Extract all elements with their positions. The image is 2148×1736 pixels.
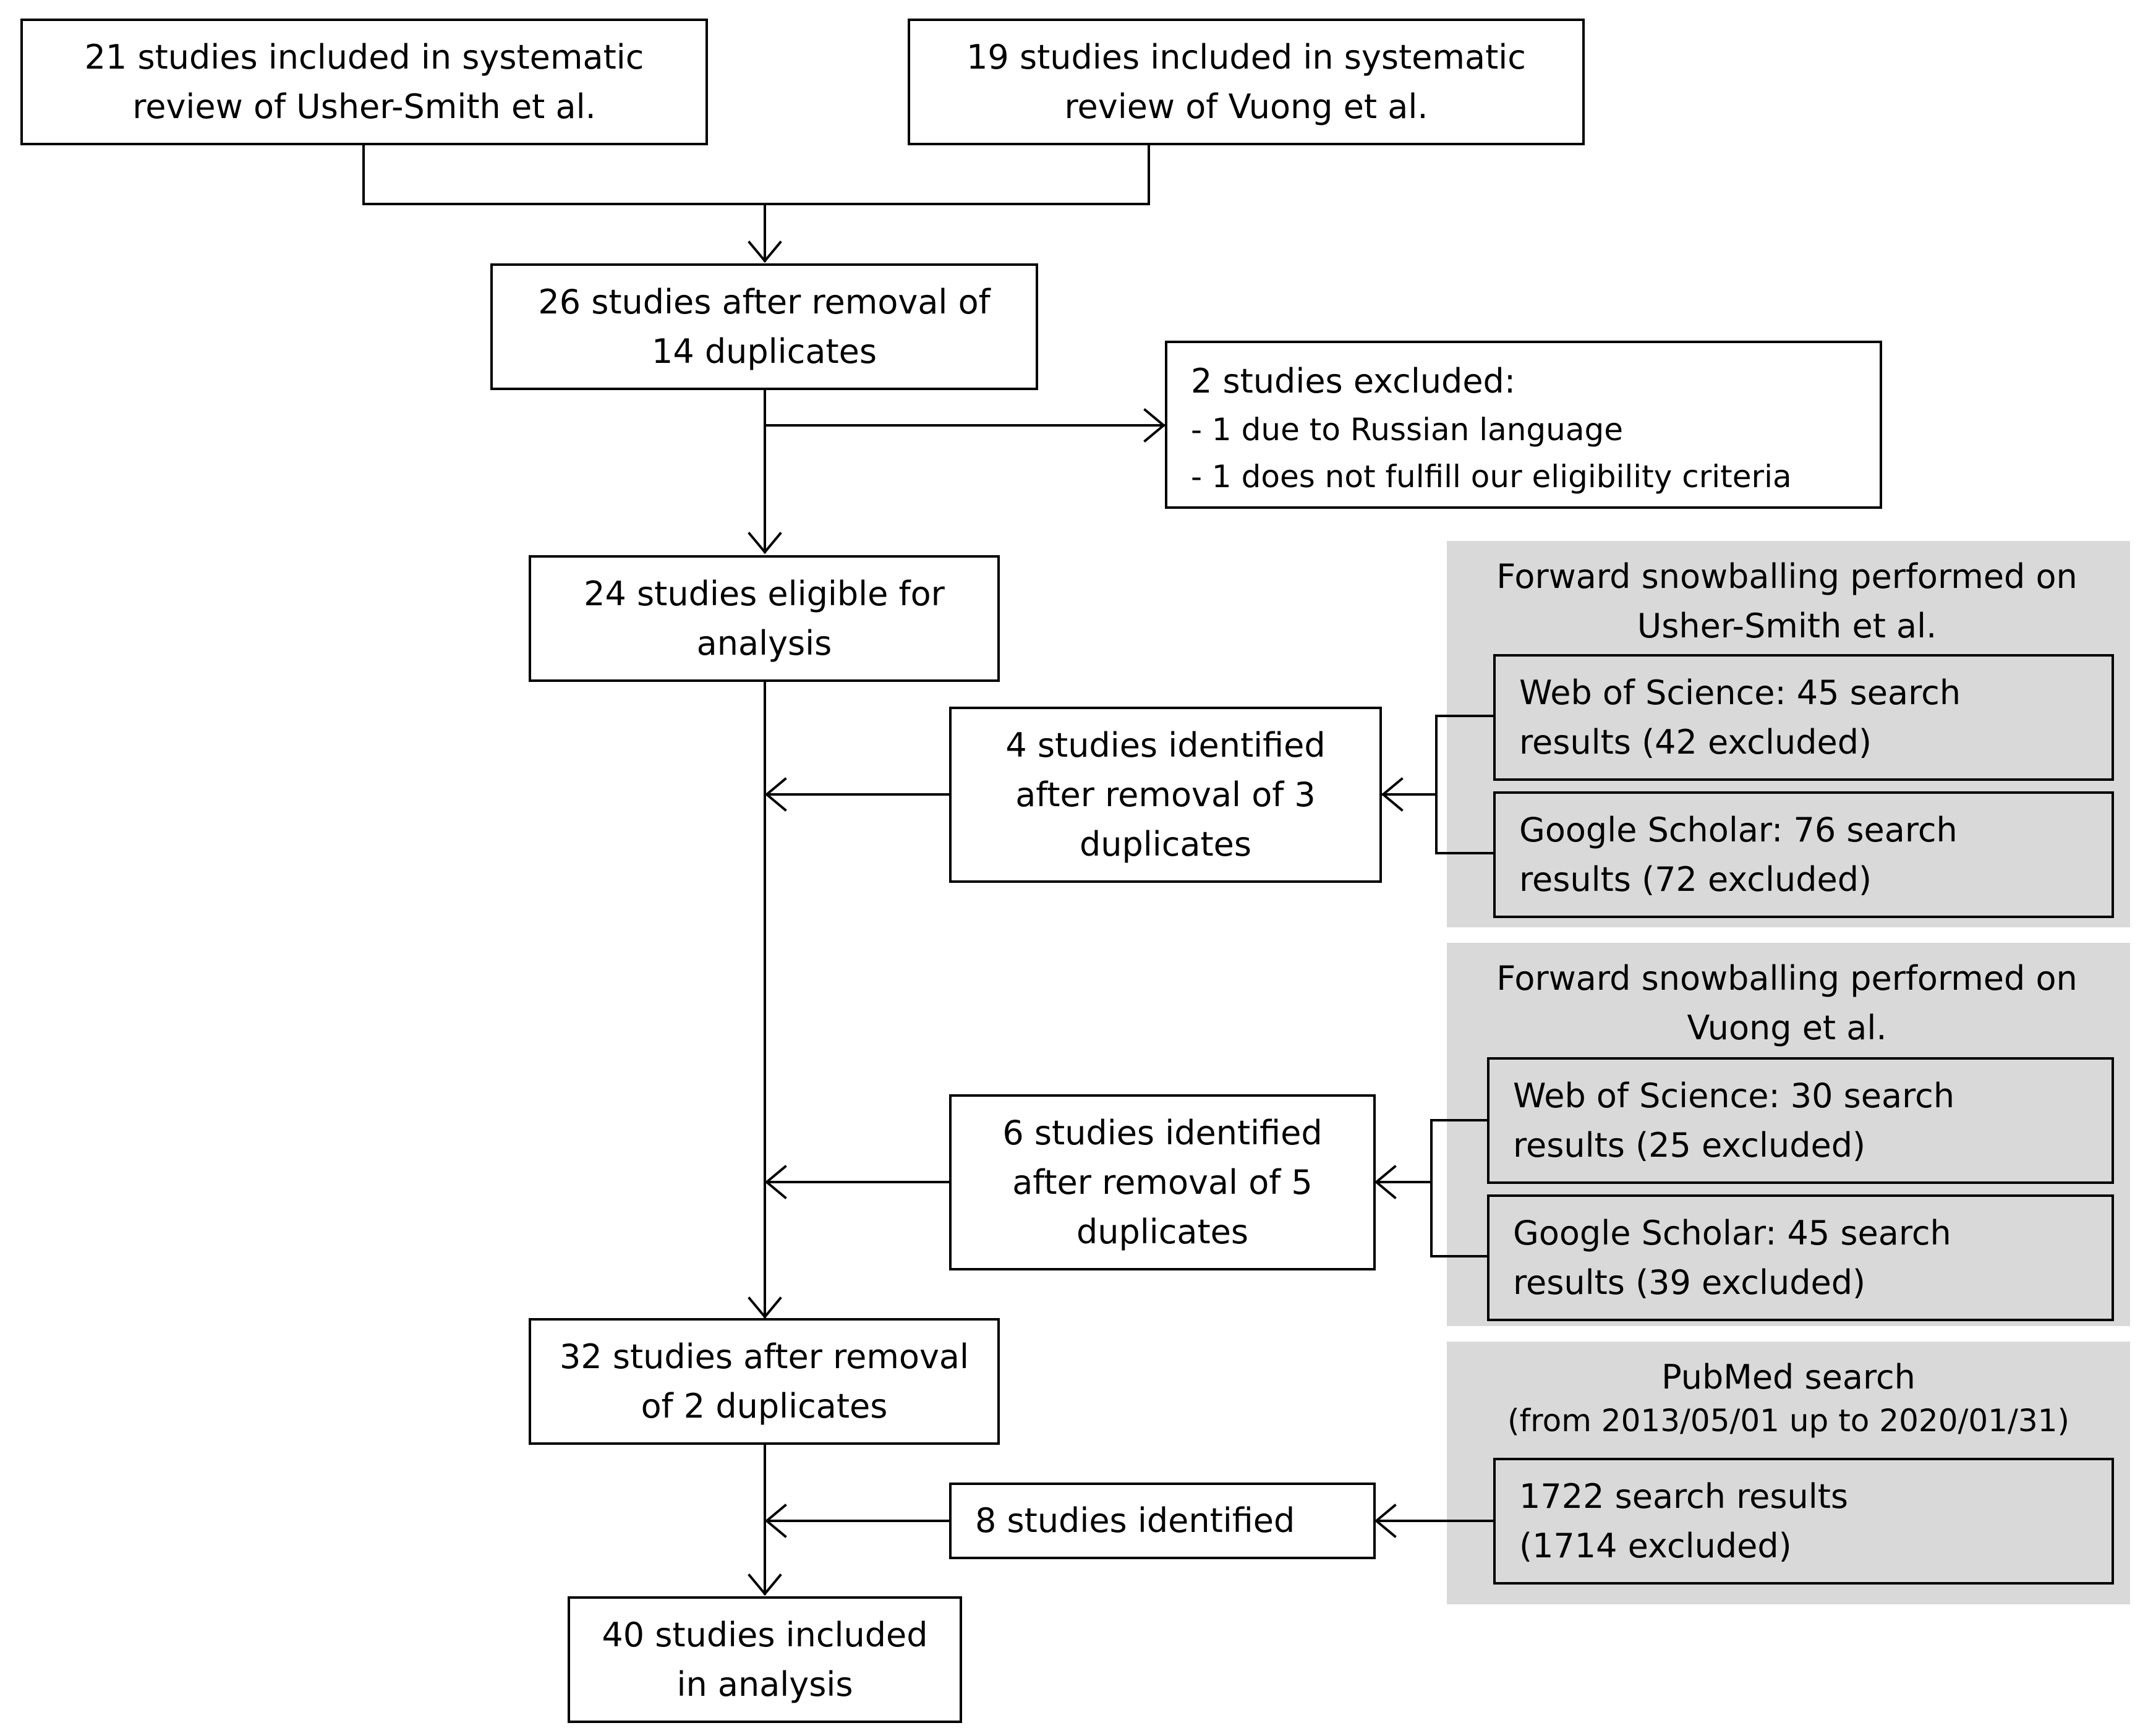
vuong-identified-box: 6 studies identified after removal of 5 …: [949, 1094, 1376, 1270]
arrow-head: [1143, 408, 1166, 443]
usher-google-scholar-box: Google Scholar: 76 search results (72 ex…: [1493, 791, 2114, 918]
usher-smith-review-box: 21 studies included in systematic review…: [20, 19, 708, 145]
after-duplicates-box-1: 26 studies after removal of 14 duplicate…: [490, 263, 1038, 390]
vuong-snowballing-title: Forward snowballing performed on Vuong e…: [1496, 959, 2078, 1047]
usher-snowballing-title: Forward snowballing performed on Usher-S…: [1496, 557, 2078, 645]
excluded-item: - 1 due to Russian language: [1191, 412, 1623, 448]
pubmed-search-title: PubMed search: [1661, 1358, 1916, 1397]
pubmed-search-subtitle: (from 2013/05/01 up to 2020/01/31): [1507, 1403, 2069, 1439]
arrow-head: [1381, 777, 1404, 812]
arrow-head: [748, 240, 782, 263]
vuong-google-scholar-box: Google Scholar: 45 search results (39 ex…: [1487, 1194, 2114, 1321]
excluded-title: 2 studies excluded:: [1191, 362, 1516, 401]
pubmed-identified-box: 8 studies identified: [949, 1483, 1376, 1559]
usher-web-of-science-box: Web of Science: 45 search results (42 ex…: [1493, 654, 2114, 781]
arrow-head: [1374, 1165, 1397, 1199]
arrow-head: [764, 1165, 787, 1199]
arrow-head: [764, 1504, 787, 1538]
excluded-item: - 1 does not fulfill our eligibility cri…: [1191, 459, 1792, 495]
vuong-bracket: [1430, 1119, 1488, 1257]
final-included-box: 40 studies included in analysis: [568, 1596, 962, 1723]
pubmed-results-box: 1722 search results (1714 excluded): [1493, 1458, 2114, 1585]
after-duplicates-box-2: 32 studies after removal of 2 duplicates: [529, 1318, 1000, 1445]
vuong-web-of-science-box: Web of Science: 30 search results (25 ex…: [1487, 1057, 2114, 1184]
arrow-head: [748, 1296, 782, 1319]
arrow-head: [748, 532, 782, 555]
vuong-review-box: 19 studies included in systematic review…: [908, 19, 1585, 145]
arrow-head: [764, 777, 787, 812]
excluded-box: 2 studies excluded: - 1 due to Russian l…: [1165, 341, 1882, 509]
arrow-head: [1374, 1504, 1397, 1538]
arrow-head: [748, 1573, 782, 1596]
usher-bracket: [1435, 715, 1494, 854]
eligible-box: 24 studies eligible for analysis: [529, 555, 1000, 682]
usher-identified-box: 4 studies identified after removal of 3 …: [949, 707, 1382, 883]
merge-line: [362, 144, 1150, 205]
